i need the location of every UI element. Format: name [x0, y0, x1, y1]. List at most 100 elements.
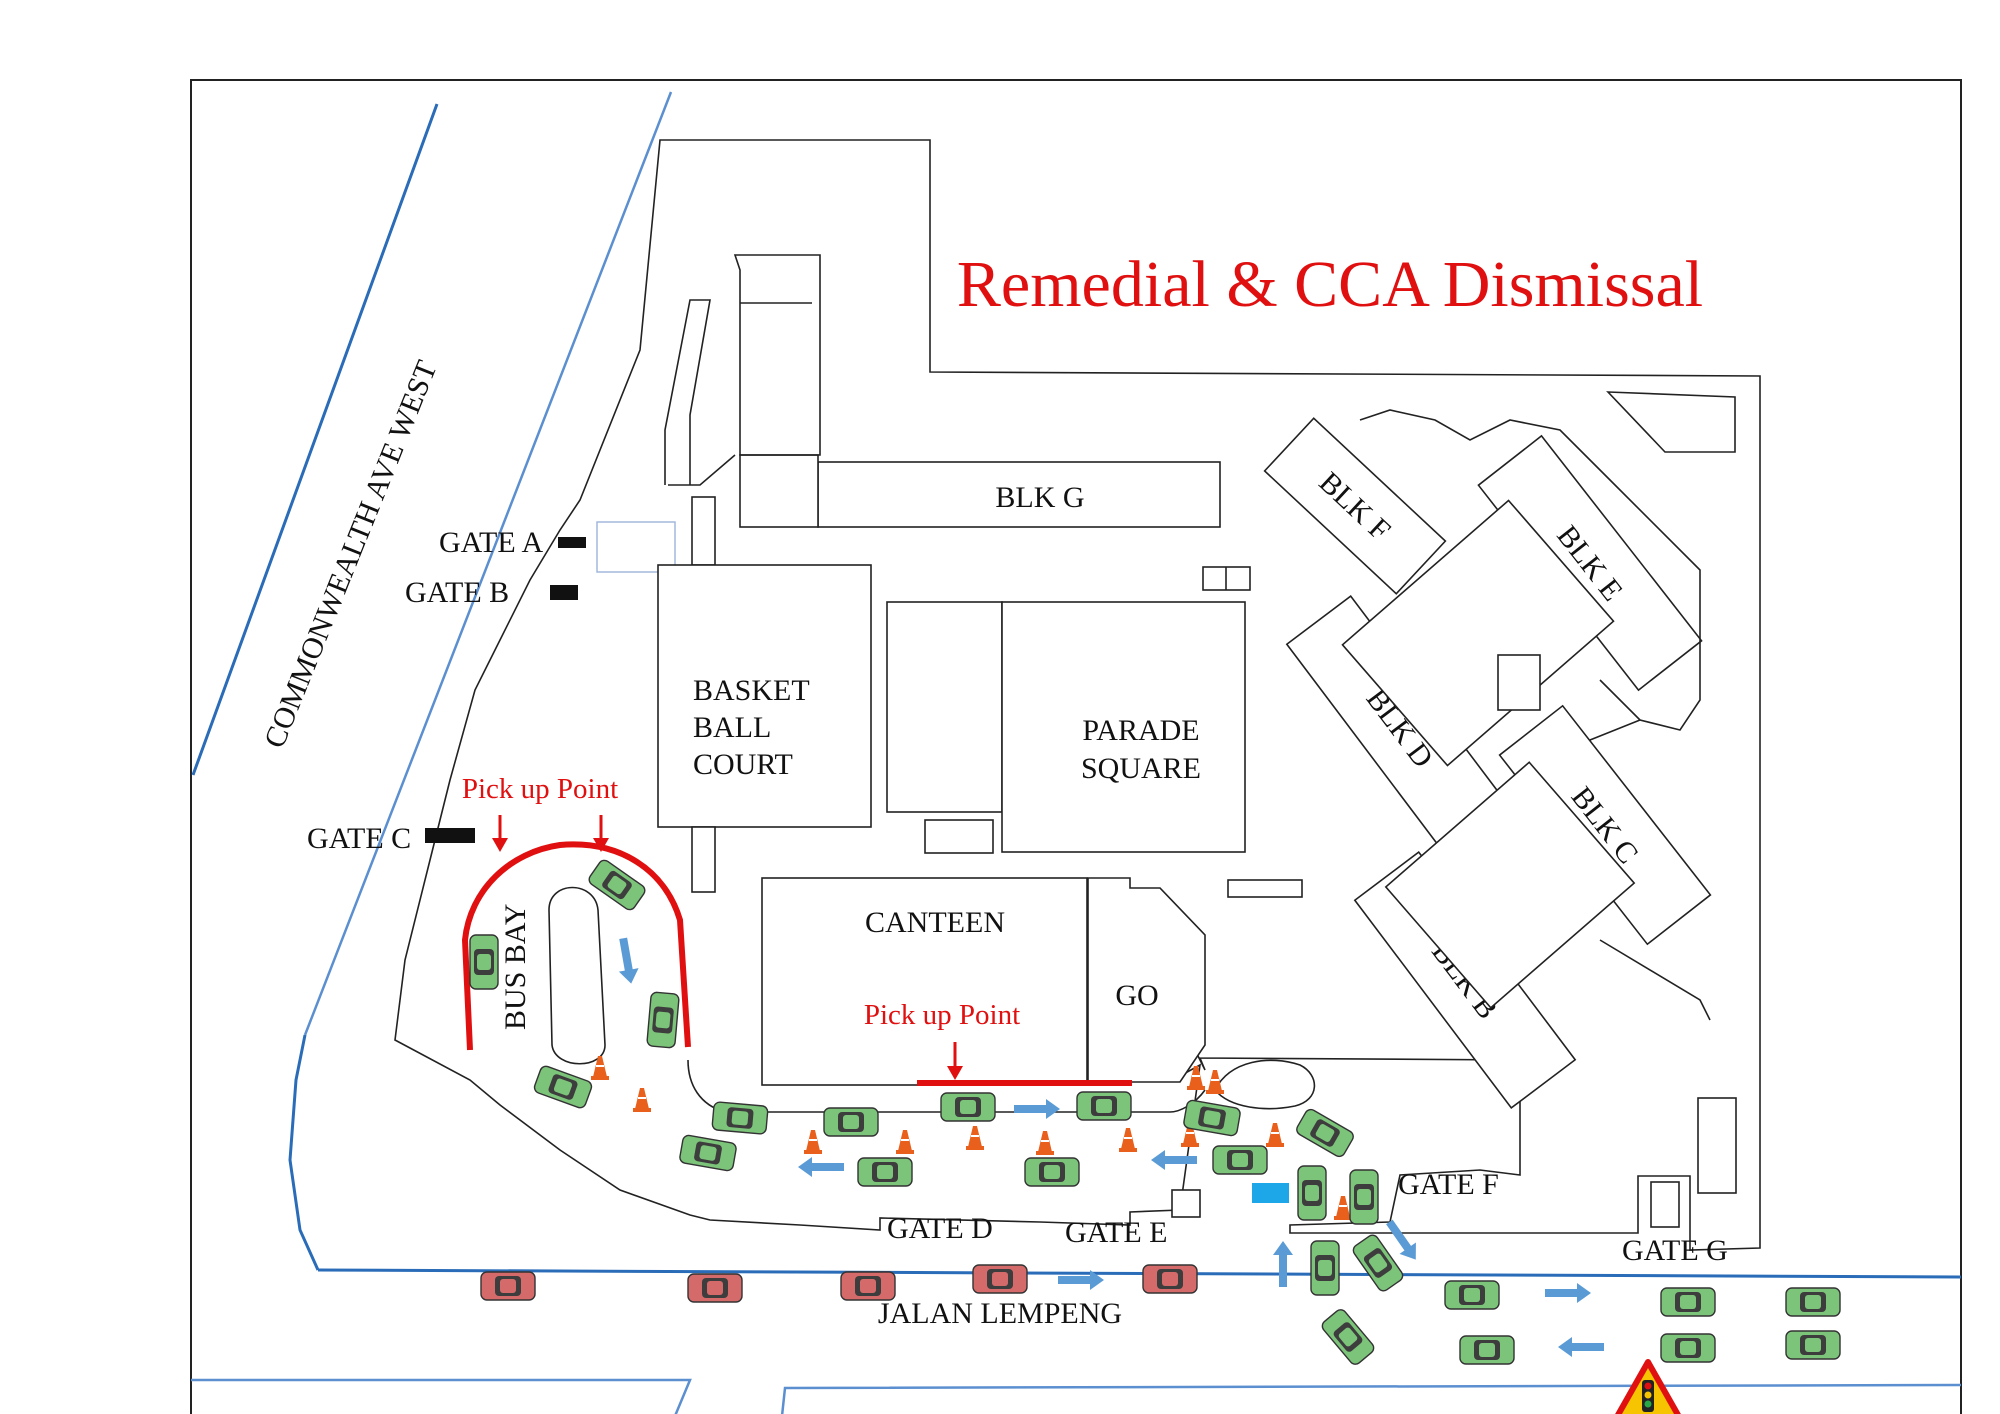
- flow-arrow-icon: [798, 1157, 844, 1177]
- gate-a-label: GATE A: [439, 526, 544, 559]
- car-icon: [1785, 1330, 1841, 1360]
- car-icon: [1321, 1309, 1375, 1365]
- car-icon: [679, 1134, 737, 1172]
- traffic-cone-icon: [1036, 1131, 1054, 1155]
- jalan-lempeng-label: JALAN LEMPENG: [878, 1297, 1122, 1330]
- car-icon: [469, 934, 499, 990]
- pickup-point-bus-bay-label: Pick up Point: [462, 773, 618, 805]
- car-icon: [1349, 1169, 1379, 1225]
- car-icon: [840, 1271, 896, 1301]
- gate-b-label: GATE B: [405, 576, 509, 609]
- commonwealth-ave-west-label: COMMONWEALTH AVE WEST: [258, 356, 444, 753]
- gate-a-marker: [558, 537, 586, 548]
- blk-g-label: BLK G: [995, 481, 1084, 514]
- car-icon: [1076, 1091, 1132, 1121]
- car-icon: [1444, 1280, 1500, 1310]
- pickup-arrow-3: [947, 1042, 963, 1080]
- flow-arrow-icon: [1558, 1337, 1604, 1357]
- flow-arrow-icon: [618, 937, 639, 984]
- commonwealth-road-edge-outer: [191, 103, 439, 776]
- school-boundary: [394, 139, 1761, 1251]
- car-icon: [1142, 1264, 1198, 1294]
- gate-c-marker: [425, 828, 475, 843]
- courtyard-block-south: [1384, 761, 1636, 1009]
- car-icon: [1459, 1335, 1515, 1365]
- traffic-cone-icon: [1266, 1123, 1284, 1147]
- blk-annex-north: [1497, 654, 1541, 711]
- go-label: GO: [1115, 979, 1158, 1012]
- flow-arrow-icon: [1151, 1150, 1197, 1170]
- canteen-label: CANTEEN: [865, 906, 1005, 939]
- bus-bay-pickup-route: [461, 841, 691, 1051]
- walkway-north: [691, 496, 716, 566]
- car-icon: [1297, 1165, 1327, 1221]
- walkway-basketball: [691, 826, 716, 893]
- car-icon: [480, 1271, 536, 1301]
- gate-g-label: GATE G: [1622, 1234, 1728, 1267]
- go-building: GO: [1087, 877, 1206, 1083]
- pickup-arrow-2: [593, 815, 609, 852]
- car-icon: [1660, 1333, 1716, 1363]
- traffic-cone-icon: [633, 1088, 651, 1112]
- basketball-court: BASKET BALL COURT: [657, 564, 872, 828]
- basketball-label-3: COURT: [693, 748, 793, 781]
- jalan-lempeng-road-edge-north: [317, 1268, 1962, 1279]
- traffic-cone-icon: [1334, 1196, 1352, 1220]
- car-icon: [1212, 1145, 1268, 1175]
- gate-f-label: GATE F: [1398, 1168, 1499, 1201]
- west-annex: [664, 299, 736, 486]
- car-icon: [711, 1101, 769, 1135]
- car-icon: [857, 1157, 913, 1187]
- canteen-building: CANTEEN: [761, 877, 1088, 1086]
- small-structure-b: [1227, 879, 1303, 898]
- traffic-cone-icon: [591, 1056, 609, 1080]
- flow-arrow-icon: [1386, 1219, 1416, 1260]
- parade-label-1: PARADE: [1082, 714, 1199, 747]
- gate-f-kiosk: [1252, 1183, 1289, 1203]
- northeast-structure: [1606, 391, 1736, 453]
- go-roundabout: [1214, 1059, 1316, 1110]
- car-icon: [1785, 1287, 1841, 1317]
- car-icon: [940, 1092, 996, 1122]
- basketball-label-2: BALL: [693, 711, 771, 744]
- traffic-light-sign-icon: [1615, 1359, 1681, 1414]
- parade-kiosk: [924, 819, 994, 854]
- cars: [469, 859, 1841, 1365]
- basketball-label-1: BASKET: [693, 674, 810, 707]
- blk-f-building: BLK F: [1263, 417, 1447, 595]
- gate-a-shelter: [596, 521, 676, 573]
- car-icon: [1296, 1108, 1354, 1158]
- east-boundary-detail: [1359, 409, 1711, 1021]
- traffic-cone-icon: [804, 1130, 822, 1154]
- car-icon: [1310, 1240, 1340, 1296]
- gate-g-guardhouse: [1650, 1181, 1680, 1228]
- jalan-lempeng-road-edge-south-east: [780, 1383, 1962, 1414]
- parade-square: PARADE SQUARE: [886, 601, 1246, 853]
- commonwealth-road-edge-inner: [303, 91, 673, 1036]
- car-icon: [646, 991, 680, 1049]
- pickup-arrow-1: [492, 815, 508, 852]
- gate-e-label: GATE E: [1065, 1216, 1167, 1249]
- parade-label-2: SQUARE: [1081, 752, 1201, 785]
- blk-g-annex: [733, 254, 821, 456]
- car-icon: [1352, 1234, 1404, 1292]
- flow-arrow-icon: [1545, 1283, 1591, 1303]
- flow-arrow-icon: [1058, 1270, 1104, 1290]
- car-icon: [588, 859, 646, 911]
- jalan-lempeng-road-edge-south-west: [191, 1378, 692, 1414]
- traffic-cone-icon: [896, 1130, 914, 1154]
- flow-arrow-icon: [1273, 1241, 1293, 1287]
- west-road-boundary: [288, 1034, 320, 1271]
- traffic-cone-icon: [966, 1126, 984, 1150]
- traffic-cone-icon: [1187, 1066, 1205, 1090]
- car-icon: [1024, 1157, 1080, 1187]
- pickup-point-canteen-label: Pick up Point: [864, 999, 1020, 1031]
- traffic-cone-icon: [1181, 1123, 1199, 1147]
- car-icon: [1660, 1287, 1716, 1317]
- car-icon: [533, 1065, 593, 1109]
- flow-arrows: [618, 937, 1604, 1357]
- traffic-cone-icon: [1119, 1128, 1137, 1152]
- gate-b-marker: [550, 585, 578, 600]
- blk-g-building: BLK G: [739, 454, 1221, 528]
